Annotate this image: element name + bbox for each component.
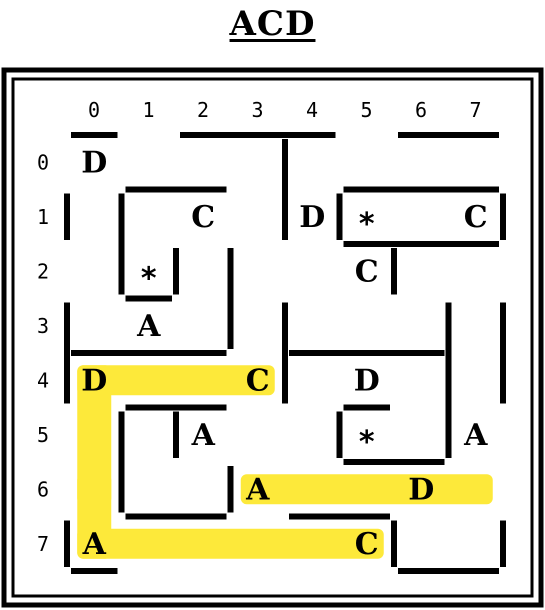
cell-star: * (359, 425, 375, 460)
cell-letter: A (245, 472, 270, 507)
column-label: 0 (88, 98, 100, 122)
cell-letter: C (191, 200, 215, 235)
row-label: 5 (37, 423, 49, 447)
highlight-segment (77, 528, 384, 559)
column-label: 4 (306, 98, 318, 122)
row-label: 3 (37, 314, 49, 338)
row-label: 0 (37, 150, 49, 174)
column-label: 7 (469, 98, 481, 122)
column-label: 3 (251, 98, 263, 122)
highlight-segment (77, 365, 275, 396)
cell-letter: D (81, 145, 107, 180)
column-label: 1 (142, 98, 154, 122)
row-label: 4 (37, 368, 49, 392)
highlight-segment (77, 365, 112, 559)
highlight-path (77, 365, 493, 559)
cell-star: * (141, 261, 157, 296)
cell-letter: C (355, 254, 379, 289)
row-label: 6 (37, 477, 49, 501)
row-label: 1 (37, 205, 49, 229)
cell-letter: C (355, 527, 379, 562)
cell-letter: D (299, 200, 325, 235)
cell-letter: A (136, 309, 161, 344)
cell-letter: A (82, 527, 107, 562)
puzzle-title: ACD (229, 4, 316, 44)
cell-letter: A (191, 418, 216, 453)
column-label: 5 (360, 98, 372, 122)
grid-labels: 0 1 2 3 4 5 6 7 0 1 2 3 4 5 6 7 (37, 98, 482, 556)
board-outer-frame (1, 67, 544, 608)
row-label: 2 (37, 259, 49, 283)
cell-letter: A (463, 418, 488, 453)
maze-walls (64, 132, 506, 574)
cell-letter: D (408, 472, 434, 507)
board-inner-frame (11, 77, 534, 598)
cell-star: * (359, 207, 375, 242)
highlight-segment (240, 474, 493, 505)
row-label: 7 (37, 532, 49, 556)
cell-letter: D (81, 363, 107, 398)
cell-letter: D (354, 363, 380, 398)
column-label: 2 (197, 98, 209, 122)
cell-letter: C (246, 363, 270, 398)
column-label: 6 (415, 98, 427, 122)
cell-letter: C (464, 200, 488, 235)
